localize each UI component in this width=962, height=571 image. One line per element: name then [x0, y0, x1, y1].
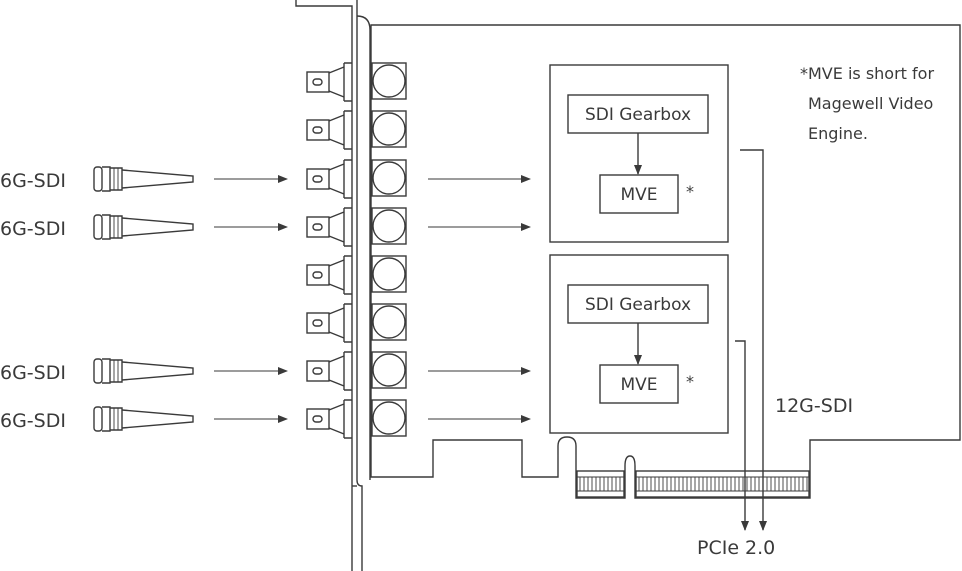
mve-asterisk-2: *: [686, 372, 694, 391]
pcie-edge-connector: [576, 470, 810, 498]
bnc-connector-1: [306, 62, 352, 102]
cable-label-1: 6G-SDI: [0, 170, 66, 192]
bnc-connector-6: [306, 303, 352, 343]
sdi-port-3: [371, 159, 407, 197]
sdi-cable-1: [93, 166, 531, 192]
sdi-gearbox-label-2: SDI Gearbox: [585, 295, 691, 315]
sdi-port-5: [371, 255, 407, 293]
sdi-port-1: [371, 62, 407, 100]
cable-label-4: 6G-SDI: [0, 410, 66, 432]
sdi-port-8: [371, 399, 407, 437]
sdi-cable-2: [93, 214, 531, 240]
mve-box-2: [599, 364, 679, 404]
bus-label: PCIe 2.0: [697, 537, 775, 559]
sdi-port-2: [371, 110, 407, 148]
mve-label-1: MVE: [620, 185, 657, 205]
sdi-port-7: [371, 351, 407, 389]
pcb-outline: [370, 24, 961, 499]
sdi-gearbox-label-1: SDI Gearbox: [585, 105, 691, 125]
cable-label-2: 6G-SDI: [0, 218, 66, 240]
bnc-connector-5: [306, 255, 352, 295]
bnc-connector-7: [306, 351, 352, 391]
sdi-port-4: [371, 207, 407, 245]
mounting-bracket: [295, 0, 371, 571]
cable-label-3: 6G-SDI: [0, 362, 66, 384]
note-line-2: Magewell Video: [808, 94, 933, 113]
engine-module-1: [549, 64, 729, 243]
engine-2-output-line: [735, 340, 749, 531]
sdi-port-6: [371, 303, 407, 341]
engine-1-output-line: [740, 149, 767, 531]
mve-label-2: MVE: [620, 375, 657, 395]
bnc-connector-2: [306, 110, 352, 150]
bnc-connector-3: [306, 159, 352, 199]
output-label: 12G-SDI: [775, 395, 853, 417]
mve-box-1: [599, 174, 679, 214]
mve-asterisk-1: *: [686, 182, 694, 201]
sdi-cable-4: [93, 406, 531, 432]
note-line-1: *MVE is short for: [800, 64, 934, 83]
sdi-cable-3: [93, 358, 531, 384]
bnc-connector-4: [306, 207, 352, 247]
bnc-connector-8: [306, 399, 352, 439]
engine-module-2: [549, 254, 729, 434]
note-line-3: Engine.: [808, 124, 868, 143]
